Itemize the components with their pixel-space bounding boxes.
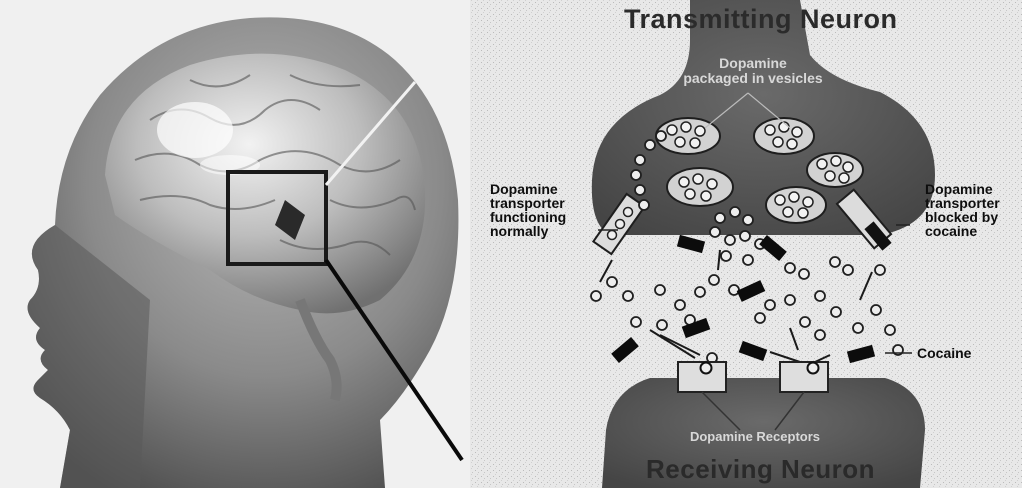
receiving-neuron-title: Receiving Neuron <box>646 454 875 485</box>
transmitting-neuron-title: Transmitting Neuron <box>624 4 898 35</box>
head-panel <box>0 0 470 488</box>
vesicle-label: Dopamine packaged in vesicles <box>668 56 838 85</box>
right-transporter-label: Dopamine transporter blocked by cocaine <box>925 182 1000 238</box>
cocaine-label: Cocaine <box>917 346 971 360</box>
left-transporter-label: Dopamine transporter functioning normall… <box>490 182 566 238</box>
brain-highlight <box>157 102 233 158</box>
receptor-label: Dopamine Receptors <box>650 430 860 444</box>
